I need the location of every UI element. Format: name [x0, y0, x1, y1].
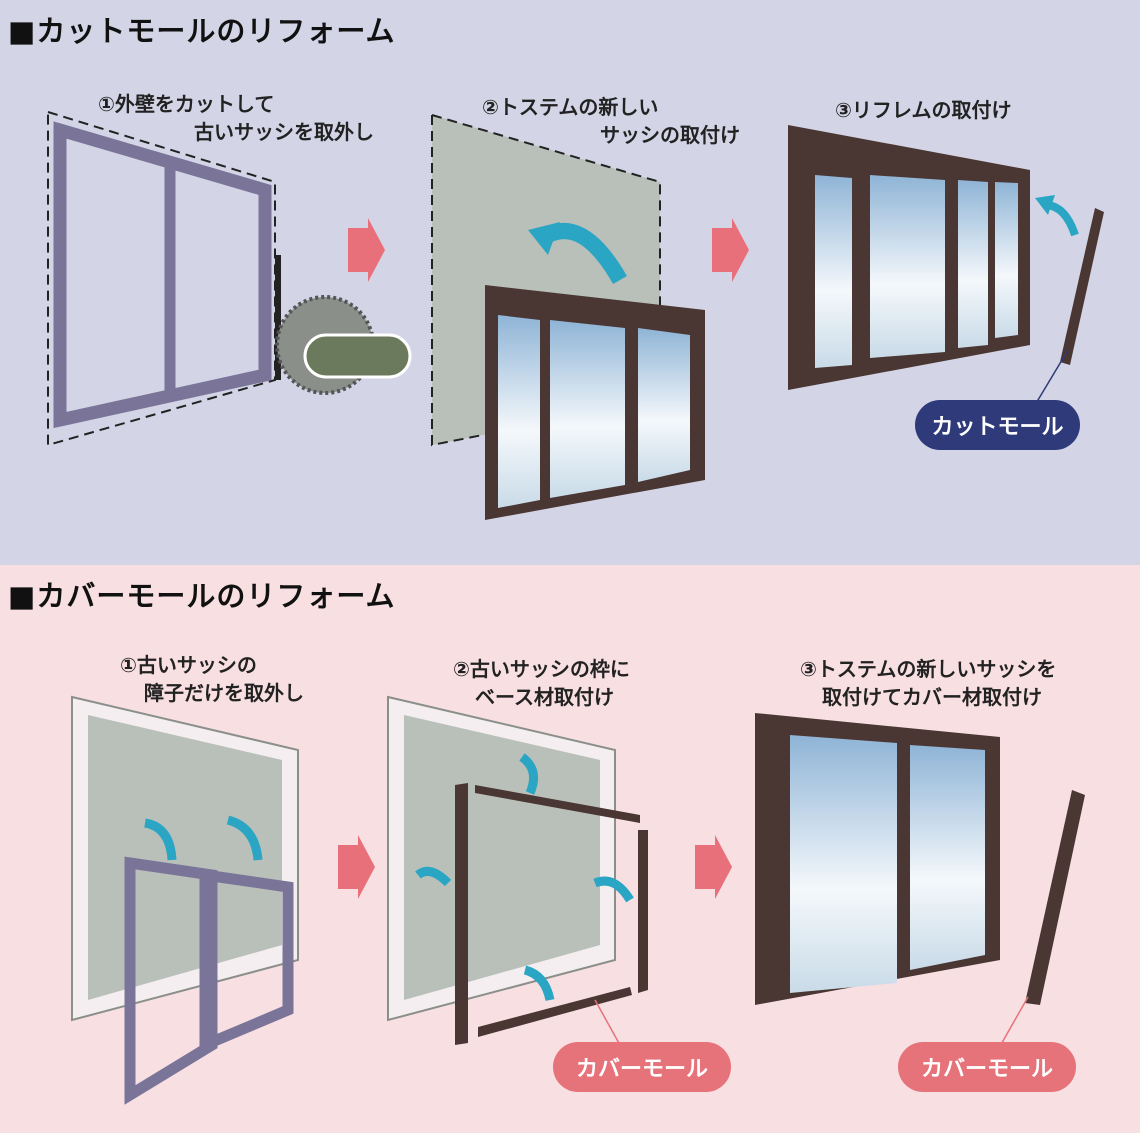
sash-removal: [71, 695, 299, 1105]
step-2-line2: ベース材取付け: [475, 685, 614, 709]
step-3-line1: ③トステムの新しいサッシを: [800, 657, 1057, 681]
section-title: ■カットモールのリフォーム: [8, 14, 396, 48]
cut-mold-piece: [1060, 208, 1104, 365]
cut-mold-section: ■カットモールのリフォーム ①外壁をカットして 古いサッシを取外し ②トステムの…: [0, 0, 1140, 565]
step-3-caption: ③リフレムの取付け: [835, 98, 1012, 122]
step-2-line1: ②トステムの新しい: [482, 95, 659, 119]
cover-mold-illustration: [71, 695, 1085, 1105]
new-sash-with-cover: [755, 713, 1085, 1056]
new-window-install: [431, 113, 705, 520]
step-1-line2: 古いサッシを取外し: [194, 120, 374, 144]
step-1-line1: ①古いサッシの: [120, 653, 257, 677]
step-1-caption: ①古いサッシの 障子だけを取外し: [120, 651, 304, 707]
step-2-line1: ②古いサッシの枠に: [453, 657, 630, 681]
cover-mold-piece: [1025, 790, 1085, 1005]
step-1-caption: ①外壁をカットして 古いサッシを取外し: [98, 90, 374, 146]
step-1-line1: ①外壁をカットして: [98, 92, 275, 116]
section-title: ■カバーモールのリフォーム: [8, 579, 396, 613]
step-2-caption: ②トステムの新しい サッシの取付け: [482, 93, 740, 149]
step-arrow-icon: [338, 835, 375, 899]
saw-handle: [303, 333, 412, 379]
old-window-cut: [47, 110, 412, 447]
step-arrow-icon: [712, 218, 749, 282]
cover-mold-label: カバーモール: [898, 1042, 1076, 1092]
step-1-line2: 障子だけを取外し: [144, 681, 304, 705]
cover-mold-section: ■カバーモールのリフォーム ①古いサッシの 障子だけを取外し ②古いサッシの枠に…: [0, 565, 1140, 1133]
cut-mold-illustration: [47, 110, 1104, 520]
cover-mold-label: カバーモール: [553, 1042, 731, 1092]
step-arrow-icon: [348, 218, 385, 282]
base-material-install: [387, 695, 648, 1046]
cut-mold-label: カットモール: [915, 400, 1080, 450]
step-3-caption: ③トステムの新しいサッシを 取付けてカバー材取付け: [800, 655, 1056, 711]
step-arrow-icon: [695, 835, 732, 899]
step-2-line2: サッシの取付け: [600, 123, 740, 147]
step-2-caption: ②古いサッシの枠に ベース材取付け: [453, 655, 630, 711]
step-3-line2: 取付けてカバー材取付け: [822, 685, 1042, 709]
finished-window: [788, 125, 1104, 406]
